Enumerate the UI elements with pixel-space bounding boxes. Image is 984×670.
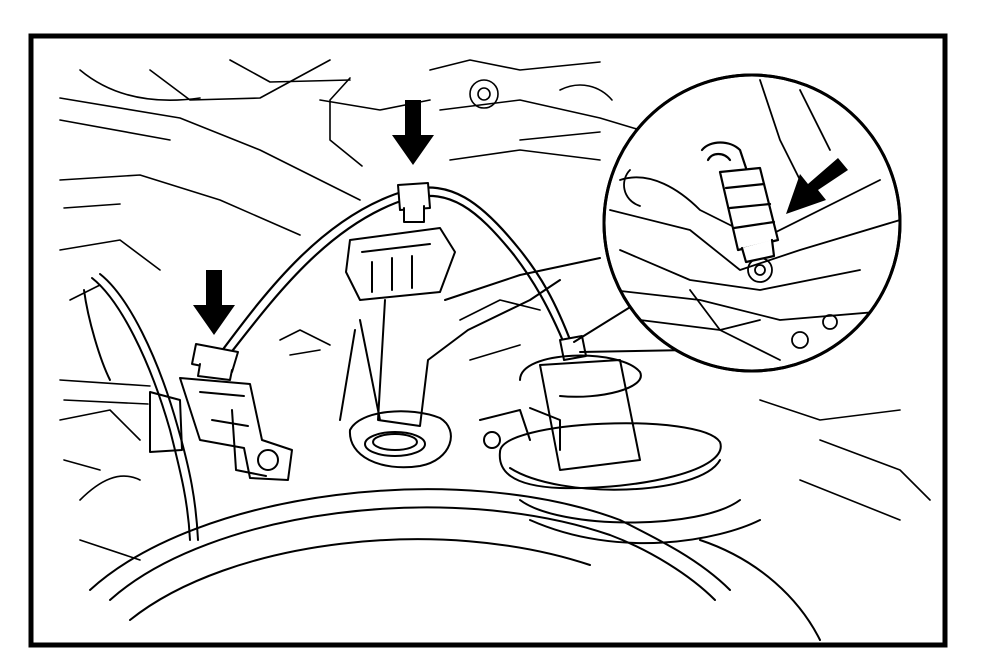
detail-view (609, 79, 900, 361)
arrow-down-icon (392, 100, 434, 165)
sensor-wire (213, 186, 574, 366)
wire-clamp-left (191, 343, 239, 381)
misc-lines (59, 379, 931, 561)
brake-disc (89, 488, 731, 621)
abs-sensor-bracket (149, 377, 293, 481)
body-panel-lines (59, 59, 641, 471)
brake-hose (83, 273, 199, 541)
knuckle-bracket (339, 227, 601, 469)
arrow-down-icon (193, 270, 235, 335)
connector (700, 141, 780, 264)
wire-clamp-top (397, 182, 431, 223)
arrow-diagonal-icon (786, 158, 848, 214)
